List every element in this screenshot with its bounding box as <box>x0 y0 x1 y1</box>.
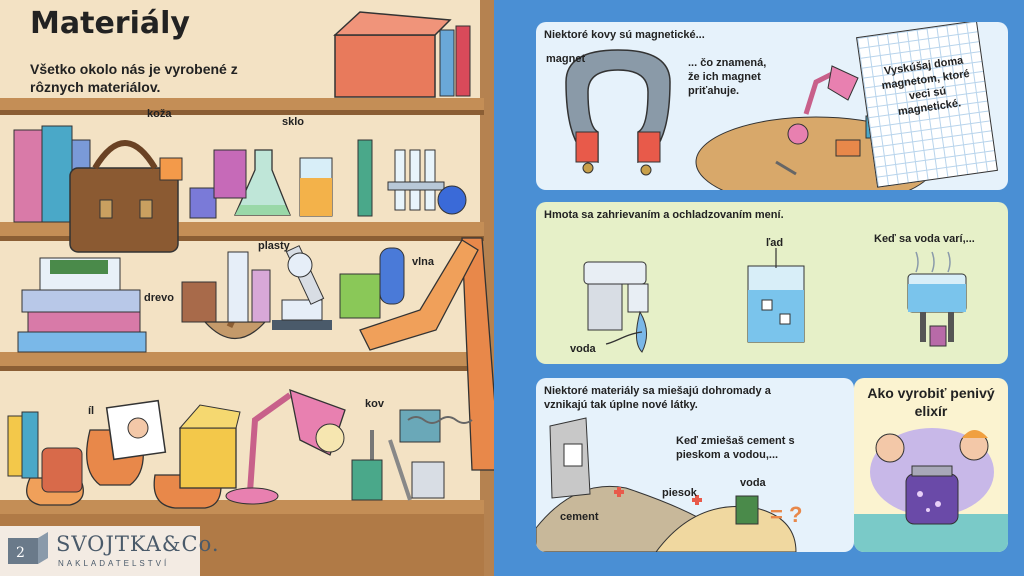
plastic-bottles <box>227 251 271 323</box>
label-koza: koža <box>147 108 172 120</box>
magnet-label: magnet <box>546 53 586 65</box>
matter-panel: Hmota sa zahrievaním a ochladzovaním men… <box>536 202 1008 364</box>
piesok-label: piesok <box>662 487 697 499</box>
magnet-heading: Niektoré kovy sú magnetické... <box>544 29 705 41</box>
label-vlna: vlna <box>412 256 435 268</box>
orange-cube <box>339 273 381 319</box>
wool-scarf <box>359 237 494 471</box>
top-shelf <box>0 98 484 115</box>
magnet-explanation: ... čo znamená, že ich magnet priťahuje. <box>688 57 767 97</box>
cardboard-box <box>333 11 471 98</box>
equation: = ? <box>770 502 803 527</box>
yellow-box <box>178 404 241 489</box>
leather-bag <box>69 140 179 253</box>
page-subtitle: Všetko okolo nás je vyrobené z rôznych m… <box>30 61 238 95</box>
svg-text:2: 2 <box>16 545 25 561</box>
mixing-heading: Niektoré materiály sa miešajú dohromady … <box>544 385 771 411</box>
photo-frame <box>105 399 167 461</box>
mixing-panel: Niektoré materiály sa miešajú dohromady … <box>536 378 854 552</box>
voda-label: voda <box>570 343 596 355</box>
cement-text: Keď zmiešaš cement s pieskom a vodou,... <box>676 435 795 461</box>
lower-shelf <box>0 352 484 371</box>
logo-emblem-icon: 2 <box>8 532 48 564</box>
metal-spring <box>407 416 473 424</box>
label-kov: kov <box>365 398 384 410</box>
toy-blocks <box>159 149 247 219</box>
books-row3 <box>7 411 39 479</box>
elixir-illustration <box>854 428 1008 552</box>
books-stack <box>17 257 147 353</box>
glove <box>379 247 405 305</box>
label-sklo: sklo <box>282 116 305 128</box>
glass-flasks <box>233 139 467 217</box>
boil-label: Keď sa voda varí,... <box>874 233 975 245</box>
page-title: Materiály <box>30 6 190 41</box>
elixir-title: Ako vyrobiť penivý elixír <box>867 385 995 419</box>
label-plasty: plasty <box>258 240 290 252</box>
lad-label: ľad <box>766 237 784 249</box>
label-il: íl <box>88 405 95 417</box>
microscope <box>272 245 332 330</box>
mixing-illustration <box>536 417 797 552</box>
notebook-text: Vyskúšaj doma magnetom, ktoré veci sú ma… <box>880 54 971 119</box>
publisher-subtitle: NAKLADATELSTVÍ <box>58 559 170 568</box>
wooden-box <box>181 281 217 323</box>
shelves-illustration <box>0 0 494 576</box>
notebook: Vyskúšaj doma magnetom, ktoré veci sú ma… <box>856 22 998 188</box>
pink-lamp <box>225 388 346 505</box>
publisher-name: SVOJTKA&Co. <box>56 532 220 556</box>
matter-heading: Hmota sa zahrievaním a ochladzovaním men… <box>544 209 784 221</box>
magnet-panel: Niektoré kovy sú magnetické... magnet ..… <box>536 22 1008 190</box>
matter-illustration <box>583 248 967 353</box>
voda-label-2: voda <box>740 477 766 489</box>
right-page: Niektoré kovy sú magnetické... magnet ..… <box>510 0 1024 576</box>
metal-tools <box>351 409 445 501</box>
left-page: Materiály Všetko okolo nás je vyrobené z… <box>0 0 494 576</box>
publisher-logo: 2 SVOJTKA&Co. NAKLADATELSTVÍ <box>0 526 219 576</box>
cement-label: cement <box>560 511 599 523</box>
label-drevo: drevo <box>144 292 174 304</box>
elixir-panel: Ako vyrobiť penivý elixír <box>854 378 1008 552</box>
